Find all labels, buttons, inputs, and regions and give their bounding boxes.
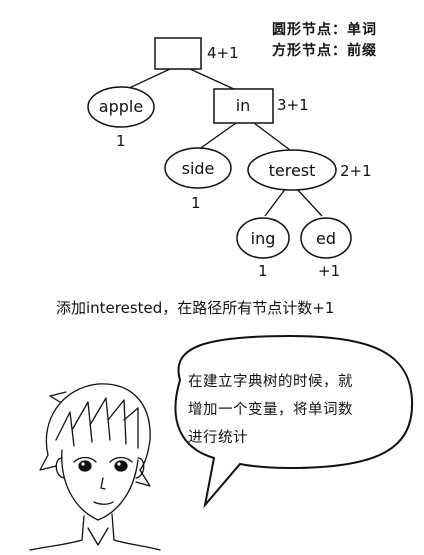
apple-node bbox=[87, 86, 155, 128]
side-count: 1 bbox=[191, 194, 201, 212]
ing-node bbox=[236, 217, 290, 259]
ing-node-label: ing bbox=[251, 229, 276, 248]
legend-square-node: 方形节点：前缀 bbox=[272, 43, 377, 59]
bubble-line-3: 进行统计 bbox=[188, 430, 248, 446]
root-node bbox=[154, 37, 202, 70]
ed-node bbox=[300, 217, 352, 259]
root-count: 4+1 bbox=[207, 44, 239, 62]
bubble-text: 在建立字典树的时候，就 增加一个变量，将单词数 进行统计 bbox=[188, 368, 408, 452]
speech-bubble bbox=[174, 334, 414, 509]
edge-in-terest bbox=[253, 122, 291, 151]
edge-root-in bbox=[189, 68, 237, 91]
terest-node-label: terest bbox=[269, 161, 316, 180]
caption: 添加interested，在路径所有节点计数+1 bbox=[56, 299, 335, 317]
side-node-label: side bbox=[182, 159, 215, 178]
side-node bbox=[164, 147, 232, 189]
legend: 圆形节点：单词 方形节点：前缀 bbox=[272, 20, 377, 62]
terest-node bbox=[247, 149, 337, 191]
terest-count: 2+1 bbox=[340, 162, 372, 180]
ed-count: +1 bbox=[318, 262, 340, 280]
legend-circle-node: 圆形节点：单词 bbox=[272, 22, 377, 38]
bubble-line-1: 在建立字典树的时候，就 bbox=[188, 374, 353, 390]
apple-node-label: apple bbox=[99, 97, 143, 116]
edge-root-apple bbox=[124, 68, 171, 91]
edge-terest-ing bbox=[264, 187, 287, 217]
bubble-line-2: 增加一个变量，将单词数 bbox=[188, 402, 353, 418]
in-count: 3+1 bbox=[277, 96, 309, 114]
in-node bbox=[213, 88, 274, 124]
edge-terest-ed bbox=[295, 187, 323, 217]
character-illustration bbox=[29, 383, 161, 551]
edge-in-side bbox=[197, 122, 237, 151]
ing-count: 1 bbox=[258, 262, 268, 280]
ed-node-label: ed bbox=[316, 229, 336, 248]
in-node-label: in bbox=[236, 96, 251, 115]
apple-count: 1 bbox=[116, 132, 126, 150]
